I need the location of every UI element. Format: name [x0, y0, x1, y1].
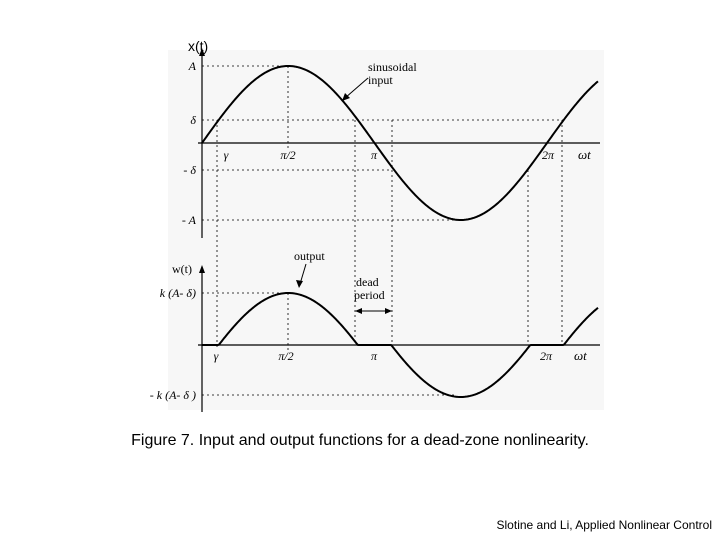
- scan-panel: [168, 50, 604, 410]
- output-annotation-arrow: [299, 263, 307, 285]
- dead-label-line2: period: [354, 288, 385, 302]
- source-credit: Slotine and Li, Applied Nonlinear Contro…: [496, 518, 712, 532]
- bottom-guides: [202, 292, 455, 396]
- top-x-tick-2pi: 2π: [542, 148, 555, 162]
- top-y-tick-delta: δ: [190, 113, 196, 127]
- top-x-tick-half-pi: π/2: [280, 148, 295, 162]
- top-y-tick-a: A: [188, 59, 197, 73]
- top-x-axis-label: ωt: [578, 147, 591, 162]
- sinusoidal-annotation-arrowhead: [342, 93, 350, 101]
- bottom-x-tick-half-pi: π/2: [278, 349, 293, 363]
- sinusoidal-annotation-line1: sinusoidal: [368, 60, 417, 74]
- dead-label-line1: dead: [356, 275, 379, 289]
- top-y-arrow: [199, 48, 205, 56]
- top-y-tick-neg-delta: - δ: [183, 163, 196, 177]
- output-annotation: output: [294, 249, 325, 263]
- dead-period-arrowhead-left: [355, 308, 362, 314]
- output-annotation-arrowhead: [296, 280, 303, 288]
- bottom-x-tick-gamma: γ: [214, 349, 219, 363]
- sinusoidal-annotation-line2: input: [368, 73, 393, 87]
- top-x-tick-pi: π: [371, 148, 378, 162]
- figure-caption: Figure 7. Input and output functions for…: [131, 432, 589, 449]
- sinusoidal-annotation-arrow: [344, 77, 369, 99]
- bottom-plot: w(t) k (A- δ) - k (A- δ ) γ π/2 π 2π ωt …: [150, 249, 600, 412]
- sinusoidal-input-curve: [201, 64, 599, 222]
- top-x-tick-gamma: γ: [224, 148, 229, 162]
- bottom-x-axis-label: ωt: [574, 348, 587, 363]
- bottom-x-tick-2pi: 2π: [540, 349, 553, 363]
- top-plot: x(t) A δ - δ - A γ π/2 π 2π ωt sinusoida…: [182, 38, 600, 348]
- bottom-y-tick-k: k (A- δ): [160, 286, 196, 300]
- bottom-y-tick-neg-k: - k (A- δ ): [150, 388, 196, 402]
- top-y-tick-neg-a: - A: [182, 213, 197, 227]
- dead-period-arrowhead-right: [385, 308, 392, 314]
- bottom-y-arrow: [199, 265, 205, 273]
- bottom-y-axis-label: w(t): [172, 262, 192, 276]
- bottom-x-tick-pi: π: [371, 349, 378, 363]
- output-curve: [202, 291, 599, 399]
- top-guides: [202, 65, 565, 348]
- top-y-axis-label: x(t): [188, 38, 208, 54]
